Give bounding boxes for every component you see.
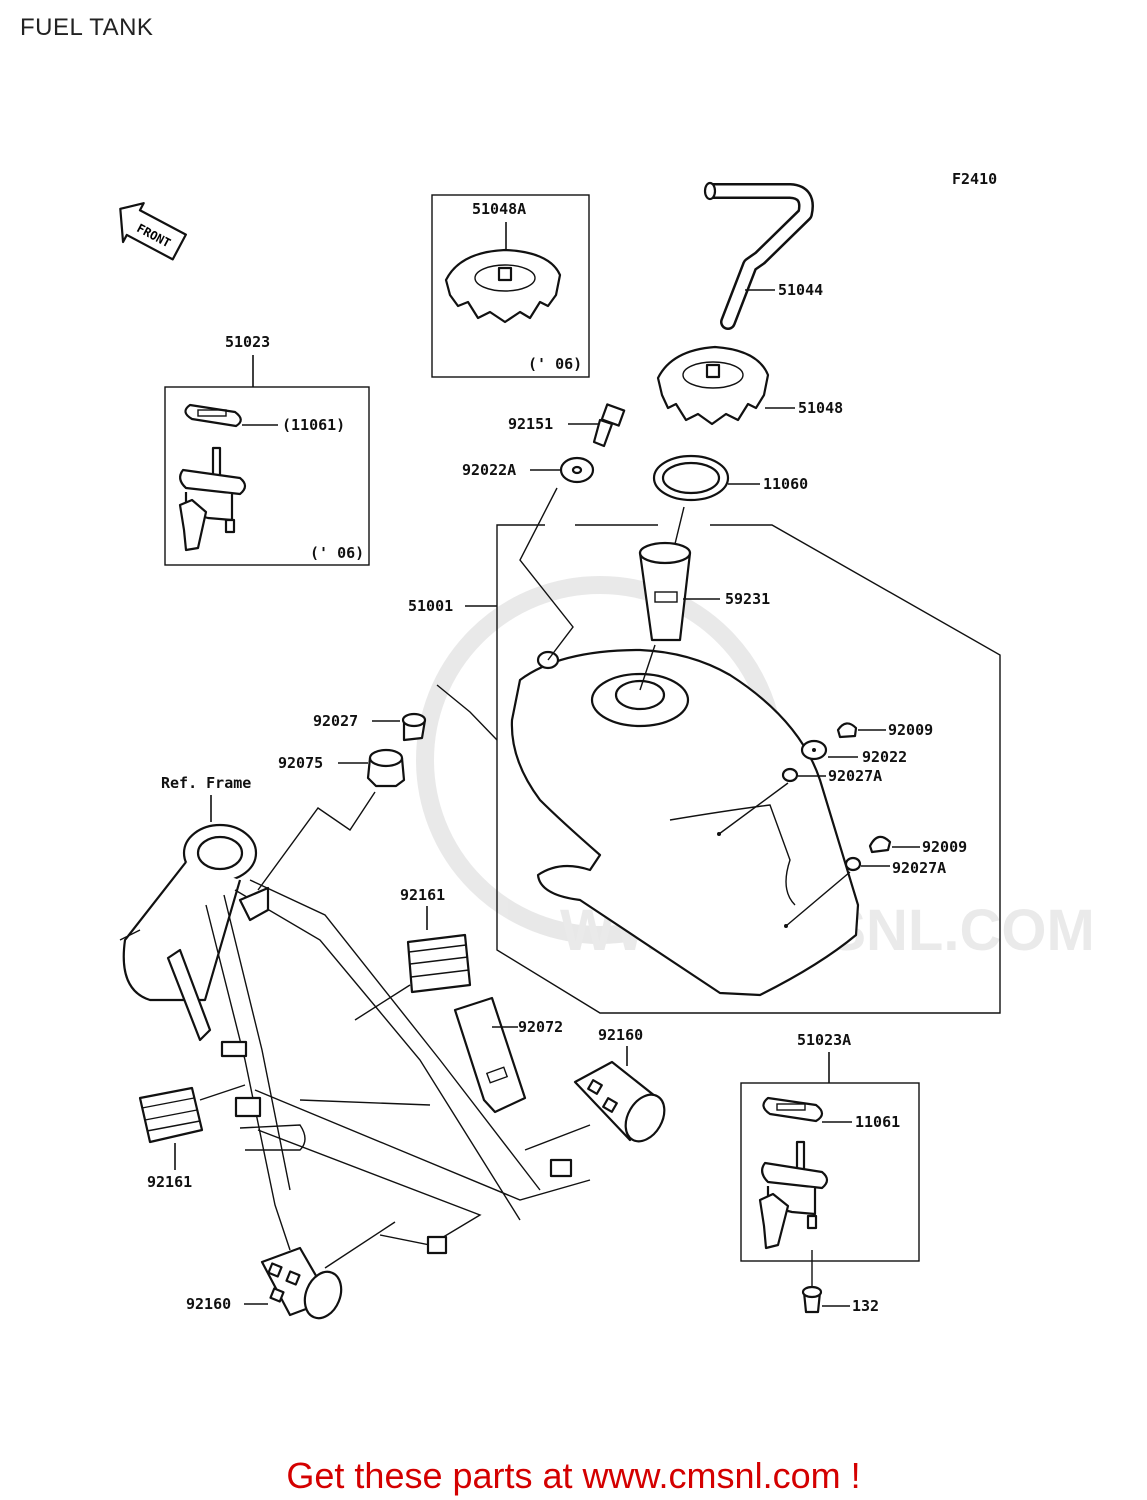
collar-92027 (401, 712, 427, 742)
gasket-11060 (652, 454, 730, 502)
cap-92009-b (868, 835, 892, 854)
washer-92022a (559, 456, 595, 484)
label-51048: 51048 (798, 399, 843, 417)
cap-92009-a (836, 722, 858, 739)
page-title: FUEL TANK (20, 14, 154, 41)
label-51044: 51044 (778, 281, 823, 299)
label-92161-a: 92161 (400, 886, 445, 904)
screw-132 (801, 1285, 823, 1314)
ref-frame-label: Ref. Frame (161, 774, 251, 792)
label-11061: 11061 (855, 1113, 900, 1131)
tank-bracket (496, 524, 1001, 1014)
label-59231: 59231 (725, 590, 770, 608)
figure-code: F2410 (952, 170, 997, 188)
breather-hose-51044 (703, 181, 814, 330)
fuel-cap-51048 (656, 345, 770, 426)
rubber-92161-a (406, 933, 472, 994)
fuel-tank-51001 (510, 648, 860, 997)
label-92009-b: 92009 (922, 838, 967, 856)
frame-ref (119, 823, 591, 1255)
label-51048a-year: (' 06) (528, 355, 582, 373)
label-92022a: 92022A (462, 461, 516, 479)
label-92027a-a: 92027A (828, 767, 882, 785)
label-92151: 92151 (508, 415, 553, 433)
collar-92027a-b (844, 856, 862, 872)
label-92072: 92072 (518, 1018, 563, 1036)
label-92022: 92022 (862, 748, 907, 766)
label-51023: 51023 (225, 333, 270, 351)
box-51048a (431, 194, 590, 378)
label-92075: 92075 (278, 754, 323, 772)
label-51023a: 51023A (797, 1031, 851, 1049)
bolt-92151 (592, 403, 626, 448)
fuel-valve-51023a (758, 1096, 829, 1250)
roller-92160-a (573, 1060, 666, 1143)
label-51023-year: (' 06) (310, 544, 364, 562)
label-11061-paren: (11061) (282, 416, 345, 434)
label-92027a-b: 92027A (892, 859, 946, 877)
label-132: 132 (852, 1297, 879, 1315)
damper-92075 (366, 748, 406, 788)
rubber-92161-b (138, 1086, 204, 1144)
fuel-valve-51023 (178, 403, 247, 552)
fuel-cap-51048a (444, 248, 562, 324)
footer-promo[interactable]: Get these parts at www.cmsnl.com ! (286, 1455, 861, 1496)
label-51048a: 51048A (472, 200, 526, 218)
front-arrow-icon: FRONT (119, 202, 187, 261)
roller-92160-b (260, 1246, 343, 1320)
label-51001: 51001 (408, 597, 453, 615)
label-92027: 92027 (313, 712, 358, 730)
label-92161-b: 92161 (147, 1173, 192, 1191)
box-51023 (164, 386, 370, 566)
box-51023a (740, 1082, 920, 1262)
label-92160-b: 92160 (186, 1295, 231, 1313)
collar-92027a-a (781, 767, 799, 783)
band-92072 (453, 996, 527, 1114)
label-92160-a: 92160 (598, 1026, 643, 1044)
washer-92022 (800, 739, 828, 761)
filler-tube-59231 (638, 541, 692, 642)
label-11060: 11060 (763, 475, 808, 493)
label-92009-a: 92009 (888, 721, 933, 739)
